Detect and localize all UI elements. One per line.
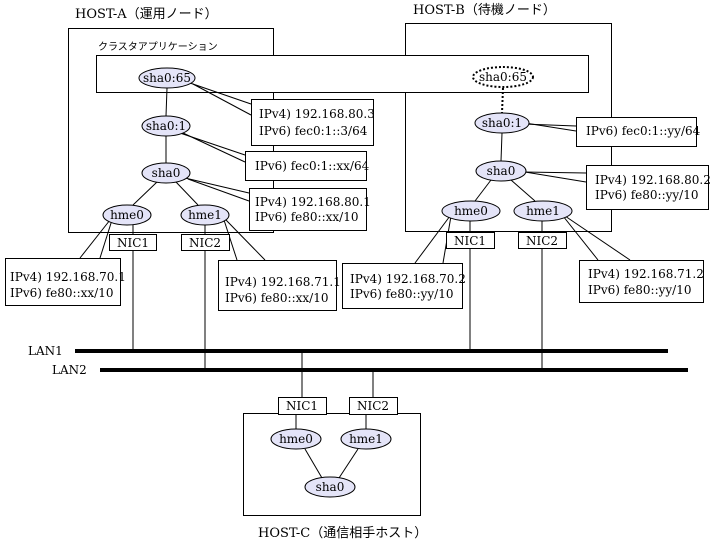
lan2-label: LAN2 xyxy=(52,363,87,377)
svg-text:IPv6) fe80::xx/10: IPv6) fe80::xx/10 xyxy=(225,291,328,305)
svg-text:hme1: hme1 xyxy=(349,432,383,446)
cluster-app-label: クラスタアプリケーション xyxy=(98,41,218,53)
host-c-sha0: sha0 xyxy=(304,476,356,498)
host-c-nic1: NIC1 xyxy=(278,397,327,415)
host-a-sha0-65: sha0:65 xyxy=(138,67,196,89)
host-a-sha0: sha0 xyxy=(141,162,191,184)
host-a-hme1: hme1 xyxy=(180,204,230,226)
svg-text:IPv6) fec0:1::xx/64: IPv6) fec0:1::xx/64 xyxy=(255,159,370,173)
svg-text:NIC2: NIC2 xyxy=(526,234,558,248)
host-c-nic2: NIC2 xyxy=(349,397,398,415)
svg-text:NIC2: NIC2 xyxy=(189,236,221,250)
host-b-nic2: NIC2 xyxy=(518,232,567,249)
svg-text:IPv6) fe80::yy/10: IPv6) fe80::yy/10 xyxy=(595,188,699,202)
svg-text:IPv4) 192.168.71.1: IPv4) 192.168.71.1 xyxy=(225,275,341,289)
host-b-nic1: NIC1 xyxy=(446,232,495,249)
svg-text:sha0: sha0 xyxy=(316,480,345,494)
svg-text:IPv4) 192.168.80.3: IPv4) 192.168.80.3 xyxy=(259,107,375,121)
svg-text:hme0: hme0 xyxy=(110,208,144,222)
svg-text:IPv4) 192.168.80.2: IPv4) 192.168.80.2 xyxy=(595,173,711,187)
host-c-hme0: hme0 xyxy=(270,428,322,450)
host-b-sha0-1: sha0:1 xyxy=(474,112,530,134)
svg-text:IPv6) fe80::xx/10: IPv6) fe80::xx/10 xyxy=(255,210,358,224)
svg-text:sha0: sha0 xyxy=(487,164,516,178)
svg-text:IPv6) fe80::yy/10: IPv6) fe80::yy/10 xyxy=(350,287,454,301)
host-b-sha0-65: sha0:65 xyxy=(472,66,534,88)
svg-text:IPv6) fe80::xx/10: IPv6) fe80::xx/10 xyxy=(10,286,113,300)
host-c-box xyxy=(243,413,421,516)
svg-text:hme1: hme1 xyxy=(526,204,560,218)
svg-text:hme0: hme0 xyxy=(454,204,488,218)
svg-text:IPv4) 192.168.70.2: IPv4) 192.168.70.2 xyxy=(350,272,466,286)
svg-text:hme1: hme1 xyxy=(188,208,222,222)
host-a-title: HOST-A（運用ノード） xyxy=(75,7,218,22)
svg-text:sha0:65: sha0:65 xyxy=(479,70,527,84)
svg-text:IPv6) fec0:1::3/64: IPv6) fec0:1::3/64 xyxy=(259,124,368,138)
host-c-title: HOST-C（通信相手ホスト） xyxy=(258,526,427,541)
host-c-hme1: hme1 xyxy=(340,428,392,450)
host-a-nic1: NIC1 xyxy=(109,234,157,251)
host-a-hme0: hme0 xyxy=(102,204,152,226)
svg-text:NIC2: NIC2 xyxy=(357,399,389,413)
host-a-nic2: NIC2 xyxy=(181,234,230,251)
svg-text:NIC1: NIC1 xyxy=(286,399,318,413)
host-b-hme0: hme0 xyxy=(441,200,501,222)
host-a-sha0-1: sha0:1 xyxy=(141,115,191,137)
svg-text:IPv6) fec0:1::yy/64: IPv6) fec0:1::yy/64 xyxy=(586,124,701,138)
svg-text:IPv4) 192.168.70.1: IPv4) 192.168.70.1 xyxy=(10,270,126,284)
callout-b-sha0-1: IPv6) fec0:1::yy/64 xyxy=(576,117,701,147)
svg-text:sha0:1: sha0:1 xyxy=(482,116,522,130)
host-b-title: HOST-B（待機ノード） xyxy=(413,3,556,18)
svg-text:sha0:65: sha0:65 xyxy=(143,71,191,85)
svg-text:IPv4) 192.168.71.2: IPv4) 192.168.71.2 xyxy=(588,267,704,281)
callout-a-sha0-1: IPv6) fec0:1::xx/64 xyxy=(245,151,370,181)
svg-text:sha0:1: sha0:1 xyxy=(146,119,186,133)
svg-text:IPv6) fe80::yy/10: IPv6) fe80::yy/10 xyxy=(588,283,692,297)
host-b-sha0: sha0 xyxy=(475,160,527,182)
lan1-label: LAN1 xyxy=(28,344,63,358)
svg-text:sha0: sha0 xyxy=(152,166,181,180)
svg-text:NIC1: NIC1 xyxy=(454,234,486,248)
svg-text:IPv4) 192.168.80.1: IPv4) 192.168.80.1 xyxy=(255,195,371,209)
svg-text:hme0: hme0 xyxy=(279,432,313,446)
host-b-hme1: hme1 xyxy=(513,200,573,222)
svg-text:NIC1: NIC1 xyxy=(117,236,149,250)
